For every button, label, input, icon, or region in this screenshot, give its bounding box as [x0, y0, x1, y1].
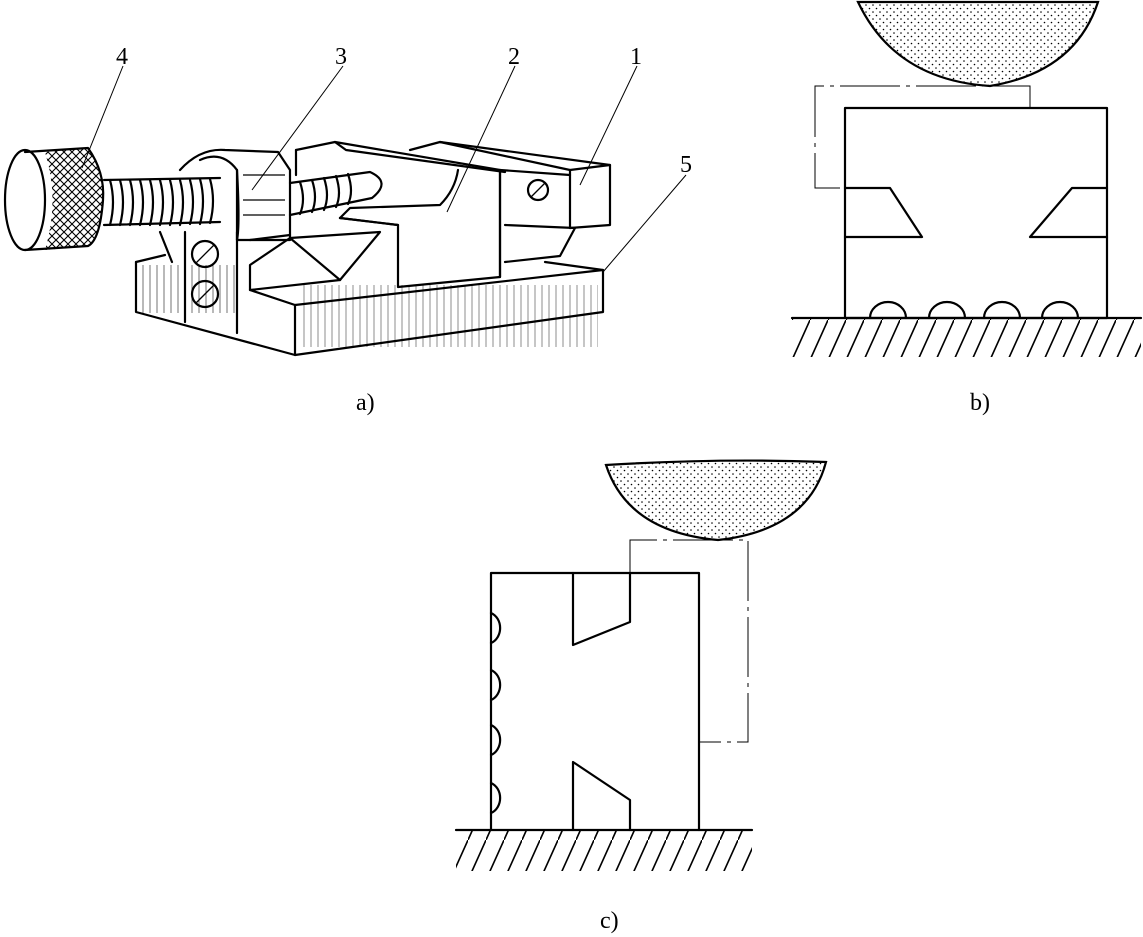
left-dovetail: [843, 186, 924, 239]
phantom-outline: [629, 539, 749, 743]
side-bumps: [489, 611, 502, 815]
part-label-1: 1: [630, 44, 642, 70]
bottom-dovetail: [571, 760, 632, 832]
part-label-3: 3: [335, 44, 347, 70]
caption-c: c): [600, 908, 619, 934]
panel-b-drawing: [790, 0, 1143, 357]
bottom-bumps: [868, 300, 1080, 320]
fixed-jaw: [408, 140, 612, 264]
caption-a: a): [356, 390, 375, 416]
vise-block: [843, 106, 1109, 320]
part-label-5: 5: [680, 152, 692, 178]
base-plate: [134, 253, 605, 357]
screw-icon: [526, 178, 550, 202]
grinding-wheel: [604, 459, 828, 542]
leader-lines: [81, 65, 687, 273]
left-upright: [158, 230, 239, 335]
part-label-4: 4: [116, 44, 128, 70]
screw-housing: [178, 148, 292, 242]
screw-icon: [190, 279, 220, 309]
phantom-outline: [814, 85, 1031, 189]
panel-a-drawing: 4 3 2 1 5: [3, 44, 692, 357]
ground-hatch: [792, 319, 1141, 357]
vise-block: [489, 571, 701, 832]
knurled-knob: [3, 146, 105, 252]
part-label-2: 2: [508, 44, 520, 70]
top-dovetail: [571, 571, 632, 647]
movable-jaw: [248, 140, 507, 292]
screw-icon: [190, 239, 220, 269]
panel-c-drawing: [454, 459, 828, 871]
right-dovetail: [1028, 186, 1109, 239]
ground-hatch: [456, 831, 752, 871]
caption-b: b): [970, 390, 990, 416]
threaded-screw: [102, 170, 383, 227]
grinding-wheel: [856, 0, 1100, 88]
